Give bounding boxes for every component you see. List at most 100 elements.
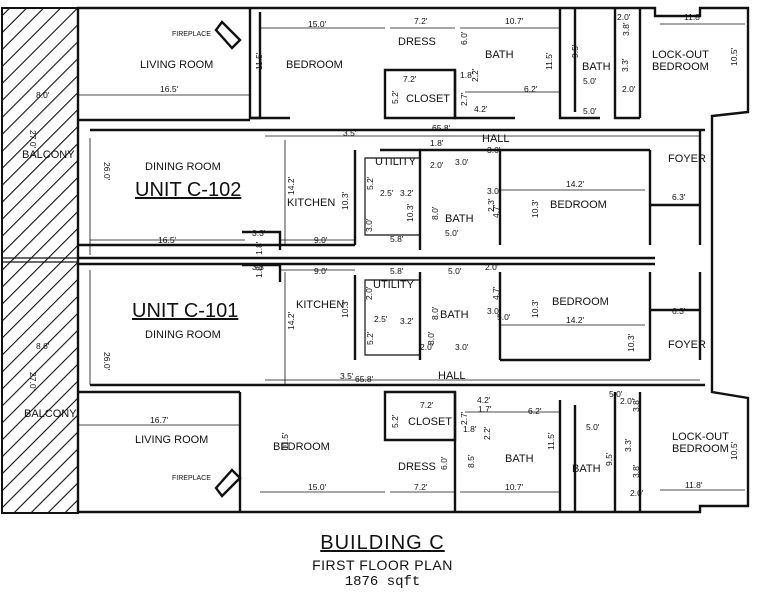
- dim-label: 26.0': [102, 162, 112, 181]
- dim-label: 8.0': [426, 331, 436, 345]
- dim-label: 11.5': [254, 52, 264, 70]
- dim-label: 6.2': [524, 84, 538, 94]
- room-fireplace: FIREPLACE: [172, 31, 211, 38]
- room-hall: HALL: [438, 370, 466, 382]
- dim-label: 5.0': [497, 312, 511, 322]
- dim-label: 8.5': [466, 454, 476, 468]
- room-bedroom: BEDROOM: [273, 441, 330, 453]
- dim-label: 3.0': [487, 145, 501, 155]
- dim-label: 1.8': [254, 264, 264, 278]
- dim-label: 5.8': [390, 234, 404, 244]
- room-living: LIVING ROOM: [140, 59, 213, 71]
- dim-label: 9.0': [314, 266, 328, 276]
- dim-label: 5.2': [390, 90, 400, 104]
- dim-label: 14.2': [566, 315, 585, 325]
- dim-label: 10.7': [505, 16, 524, 26]
- room-bath2: BATH: [445, 213, 474, 225]
- room-lockout-bath: BATH: [572, 463, 601, 475]
- dim-label: 3.3': [623, 438, 633, 452]
- dim-label: 65.8': [432, 123, 451, 133]
- dim-label: 5.0': [583, 106, 597, 116]
- room-bath2: BATH: [440, 309, 469, 321]
- dim-label: 2.2': [482, 426, 492, 440]
- dim-label: 3.2': [400, 188, 414, 198]
- dim-label: 2.0': [617, 12, 631, 22]
- dim-label: 2.5': [380, 188, 394, 198]
- room-kitchen: KITCHEN: [287, 197, 335, 209]
- dim-label: 7.2': [403, 74, 417, 84]
- dim-label: 10.3': [405, 203, 415, 222]
- dim-label: 1.7': [478, 404, 492, 414]
- room-utility: UTILITY: [375, 156, 417, 168]
- dim-label: 65.8': [355, 374, 374, 384]
- unit-title: UNIT C-102: [135, 179, 241, 201]
- dim-label: 2.3': [486, 198, 496, 212]
- room-kitchen: KITCHEN: [296, 299, 344, 311]
- dim-label: 11.8': [684, 12, 702, 22]
- dim-label: 9.5': [604, 452, 614, 466]
- room-lockout-bath: BATH: [582, 61, 611, 73]
- room-bedroom2: BEDROOM: [550, 199, 607, 211]
- fireplace-icon: [214, 468, 242, 498]
- dim-label: 6.0': [459, 31, 469, 45]
- dim-label: 10.3': [530, 199, 540, 218]
- dim-label: 1.8': [430, 138, 444, 148]
- dim-label: 5.0': [586, 422, 600, 432]
- dim-label: 3.0': [455, 342, 469, 352]
- dim-label: 2.2': [470, 68, 480, 82]
- dim-label: 10.5': [729, 441, 739, 460]
- dim-label: 11.5': [546, 432, 556, 450]
- dim-label: 3.5': [343, 128, 357, 138]
- dim-label: 2.0': [430, 160, 444, 170]
- dim-label: 8.0': [430, 306, 440, 320]
- dim-label: 27.0': [28, 372, 38, 391]
- dim-label: 14.2': [286, 176, 296, 195]
- dim-label: 3.8': [631, 398, 641, 412]
- room-bedroom: BEDROOM: [286, 59, 343, 71]
- dim-label: 3.3': [620, 58, 630, 72]
- dim-label: 5.2': [365, 176, 375, 190]
- dim-label: 7.2': [414, 16, 428, 26]
- dim-label: 4.7': [491, 286, 501, 300]
- unit-c101: UNIT C-101 DINING ROOM KITCHEN UTILITY B…: [24, 262, 739, 498]
- dim-label: 8.0': [36, 90, 50, 100]
- room-foyer: FOYER: [668, 339, 706, 351]
- dim-label: 5.2': [390, 414, 400, 428]
- dim-label: 10.3': [626, 333, 636, 352]
- room-dining: DINING ROOM: [145, 161, 221, 173]
- dim-label: 3.0': [487, 306, 501, 316]
- dim-label: 10.3': [340, 191, 350, 210]
- dim-label: 14.2': [566, 179, 585, 189]
- dim-label: 7.2': [420, 400, 434, 410]
- dim-label: 3.3': [252, 228, 266, 238]
- room-living: LIVING ROOM: [135, 434, 208, 446]
- fireplace-icon: [214, 20, 242, 50]
- dim-label: 4.2': [474, 104, 488, 114]
- dim-label: 10.3': [340, 299, 350, 318]
- dim-label: 5.0': [583, 76, 597, 86]
- dim-label: 2.0': [364, 286, 374, 300]
- room-dress: DRESS: [398, 461, 436, 473]
- dim-label: 11.5': [544, 52, 554, 70]
- dim-label: 3.0': [455, 157, 469, 167]
- dim-label: 11.5': [280, 432, 290, 450]
- dim-label: 5.0': [445, 228, 459, 238]
- room-dress: DRESS: [398, 36, 436, 48]
- room-bath: BATH: [485, 49, 514, 61]
- dim-label: 1.8': [463, 424, 477, 434]
- dim-label: 14.2': [286, 311, 296, 330]
- dim-label: 1.8': [460, 70, 474, 80]
- dim-label: 2.7': [459, 411, 469, 425]
- room-closet: CLOSET: [406, 93, 450, 105]
- dim-label: 9.0': [314, 235, 328, 245]
- dim-label: 4.7': [491, 204, 501, 218]
- dim-label: 3.3': [252, 262, 266, 272]
- room-hall: HALL: [482, 133, 510, 145]
- dim-label: 3.5': [340, 371, 354, 381]
- floor-subtitle: FIRST FLOOR PLAN: [312, 557, 453, 573]
- room-closet: CLOSET: [408, 416, 452, 428]
- dim-label: 6.0': [439, 456, 449, 470]
- unit-c102: UNIT C-102 LIVING ROOM FIREPLACE BEDROOM…: [22, 12, 739, 255]
- room-bedroom2: BEDROOM: [552, 296, 609, 308]
